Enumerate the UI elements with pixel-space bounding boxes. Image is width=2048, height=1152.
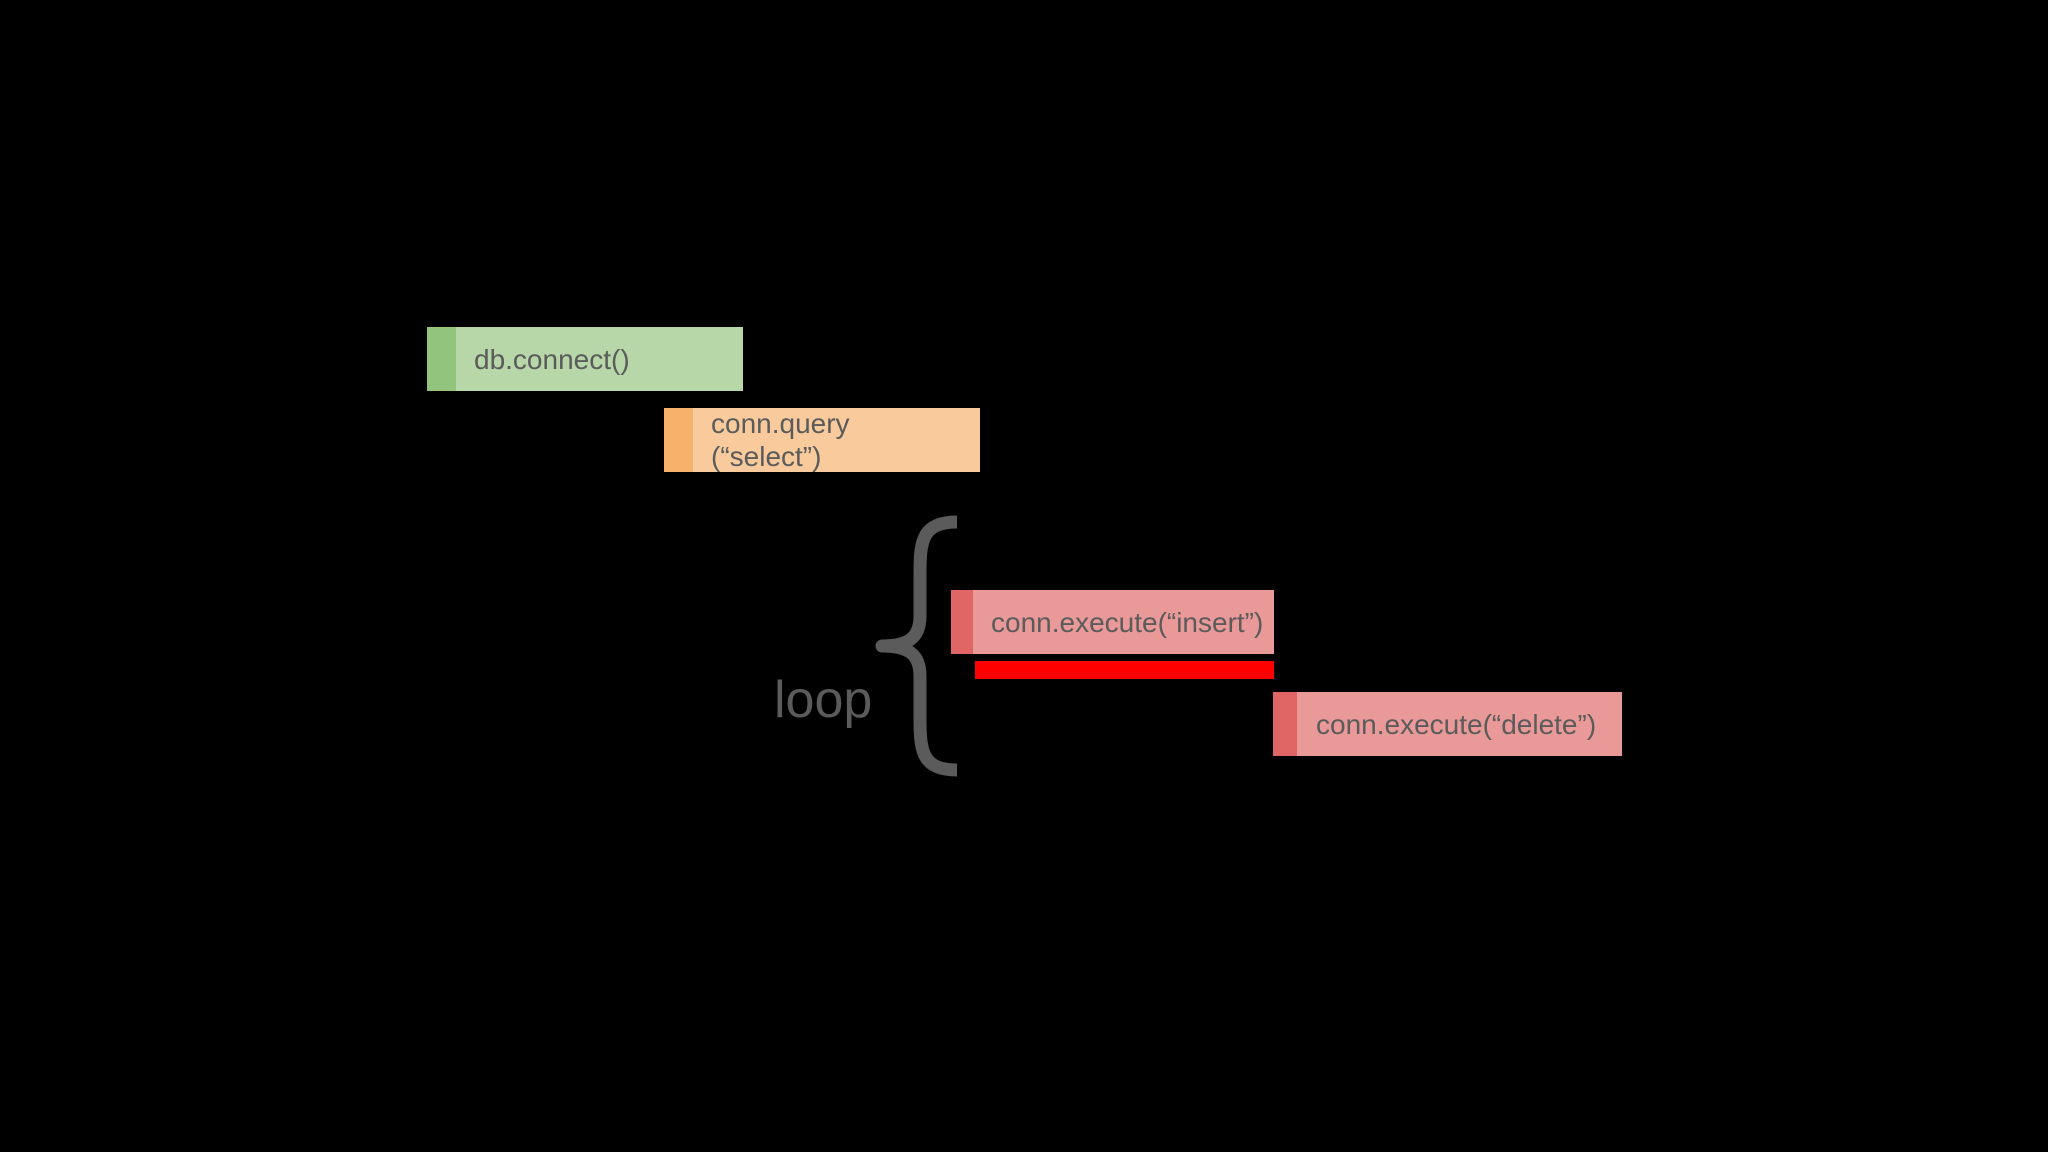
db-connect-block: db.connect() (427, 327, 743, 391)
curly-brace-path (875, 515, 958, 777)
conn-execute-delete-block: conn.execute(“delete”) (1273, 692, 1622, 756)
conn-execute-insert-label-line: conn.execute(“insert”) (991, 606, 1264, 638)
loop-label: loop (774, 671, 873, 729)
db-connect-stripe (427, 327, 456, 391)
conn-execute-insert-stripe (951, 590, 973, 654)
conn-execute-insert-label: conn.execute(“insert”) (991, 590, 1263, 654)
conn-query-stripe (664, 408, 693, 472)
db-connect-label-line: db.connect() (474, 343, 630, 375)
conn-execute-delete-stripe (1273, 692, 1297, 756)
conn-query-label-line-1: conn.query (711, 408, 850, 439)
db-connect-label: db.connect() (474, 327, 630, 391)
highlight-bar (975, 661, 1274, 679)
conn-query-label-line-2: (“select”) (711, 441, 822, 472)
conn-query-label: conn.query (“select”) (711, 408, 850, 472)
conn-query-block: conn.query (“select”) (664, 408, 980, 472)
conn-execute-delete-label-line: conn.execute(“delete”) (1316, 708, 1597, 740)
conn-execute-delete-label: conn.execute(“delete”) (1316, 692, 1596, 756)
conn-execute-insert-block: conn.execute(“insert”) (951, 590, 1274, 654)
curly-brace-icon (875, 515, 958, 777)
